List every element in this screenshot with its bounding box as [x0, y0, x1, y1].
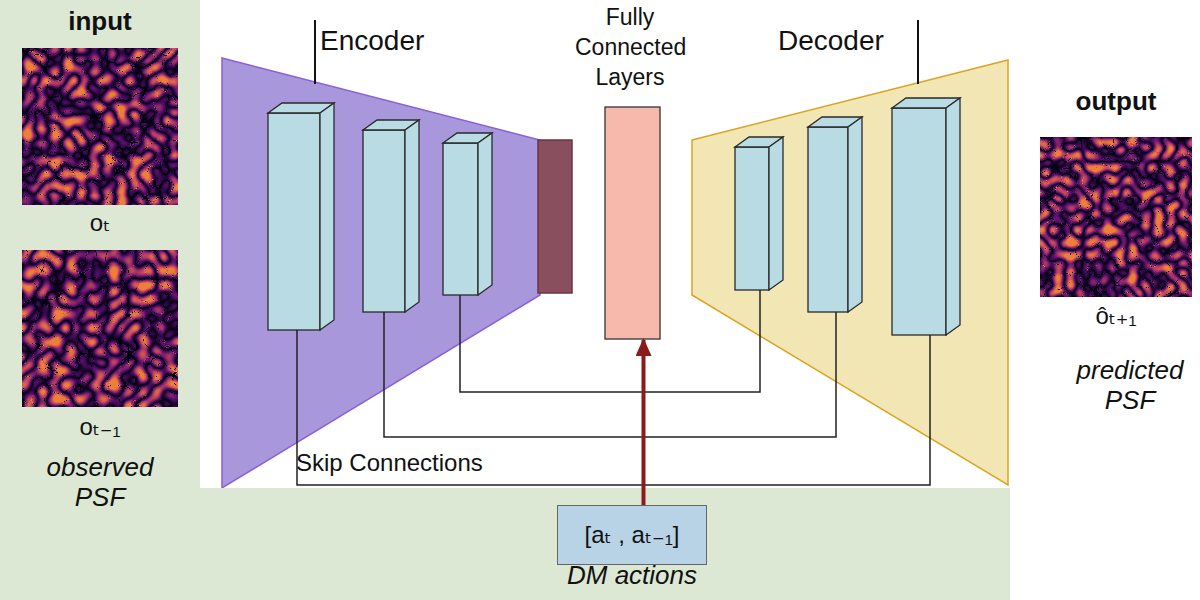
arrow-connector	[642, 340, 646, 505]
node-text: Fully Connected Layers	[575, 2, 685, 92]
node-text: oₜ	[22, 208, 178, 237]
bottleneck-block	[538, 140, 572, 293]
psf-image	[1040, 137, 1192, 297]
decoder-shape	[692, 18, 1008, 485]
decoder-trapezoid: Decoder	[692, 18, 1008, 485]
node-text: Encoder	[320, 24, 520, 58]
node-text: ôₜ₊₁	[1040, 301, 1192, 330]
free-label: Skip Connections	[296, 448, 596, 477]
node-text: [aₜ , aₜ₋₁]	[558, 520, 706, 549]
fc-layer-box: Fully Connected Layers	[580, 0, 710, 340]
action-box: [aₜ , aₜ₋₁]	[557, 505, 707, 565]
node-text: input	[0, 6, 200, 37]
node-text: observed PSF	[30, 452, 170, 512]
encoder-shape	[222, 18, 540, 488]
node-text: oₜ₋₁	[22, 412, 178, 441]
free-label: predicted PSF	[1060, 355, 1200, 415]
psf-image-box: ôₜ₊₁	[1040, 137, 1192, 332]
psf-image-box: oₜ₋₁	[22, 250, 178, 442]
input-panel: input observed PSF oₜ oₜ₋₁	[0, 0, 200, 600]
free-label: output	[1040, 86, 1192, 117]
psf-image-box: oₜ	[22, 48, 178, 238]
node-text: Decoder	[778, 24, 916, 58]
psf-image	[22, 250, 178, 407]
psf-image	[22, 48, 178, 205]
encoder-trapezoid: Encoder	[222, 18, 540, 488]
actions-band: DM actions[aₜ , aₜ₋₁]	[200, 488, 1010, 600]
